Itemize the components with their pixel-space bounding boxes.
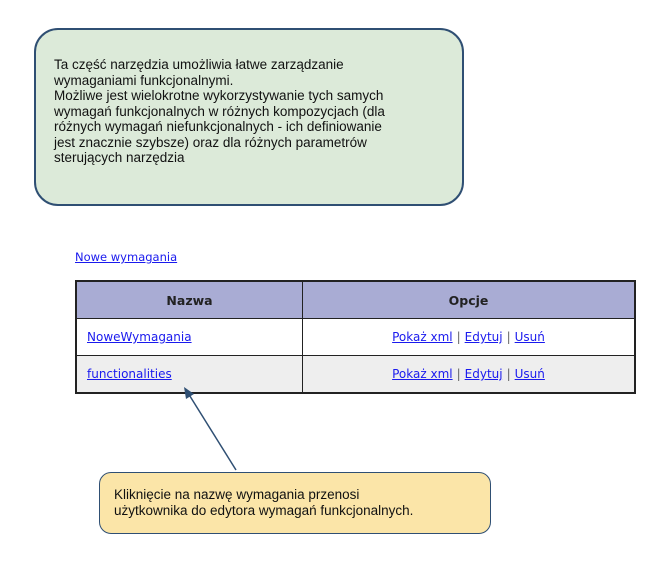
table-header-row: Nazwa Opcje <box>75 280 636 319</box>
show-xml-link[interactable]: Pokaż xml <box>392 367 453 381</box>
edit-link[interactable]: Edytuj <box>464 367 503 381</box>
options-cell: Pokaż xml|Edytuj|Usuń <box>302 355 636 394</box>
callout-hint-bottom: Kliknięcie na nazwę wymagania przenosi u… <box>99 472 491 534</box>
callout-top-line: różnych wymagań niefunkcjonalnych - ich … <box>54 119 382 134</box>
delete-link[interactable]: Usuń <box>514 330 545 344</box>
name-cell: functionalities <box>75 355 303 394</box>
arrow-line <box>187 392 237 471</box>
name-cell: NoweWymagania <box>75 318 303 356</box>
callout-top-line: wymaganiami funkcjonalnymi. <box>54 72 234 88</box>
delete-link[interactable]: Usuń <box>514 367 545 381</box>
options-separator: | <box>506 367 511 381</box>
table-row: functionalities Pokaż xml|Edytuj|Usuń <box>75 355 636 394</box>
callout-top-line: Ta część narzędzia umożliwia łatwe zarzą… <box>54 57 344 72</box>
callout-bottom-line: użytkownika do edytora wymagań funkcjona… <box>114 502 414 518</box>
callout-top-line: sterujących narzędzia <box>54 150 185 165</box>
callout-top-line: jest znacznie szybsze) oraz dla różnych … <box>54 134 367 150</box>
edit-link[interactable]: Edytuj <box>464 330 503 344</box>
column-header-name: Nazwa <box>75 280 303 319</box>
options-separator: | <box>456 330 461 344</box>
requirements-table: Nazwa Opcje NoweWymagania Pokaż xml|Edyt… <box>75 280 636 394</box>
callout-description-top: Ta część narzędzia umożliwia łatwe zarzą… <box>34 28 464 206</box>
options-separator: | <box>506 330 511 344</box>
table-row: NoweWymagania Pokaż xml|Edytuj|Usuń <box>75 318 636 356</box>
column-header-options: Opcje <box>302 280 636 319</box>
options-separator: | <box>456 367 461 381</box>
new-requirements-link[interactable]: Nowe wymagania <box>75 250 178 264</box>
callout-top-line: wymagań funkcjonalnych w różnych kompozy… <box>54 103 385 119</box>
requirement-name-link[interactable]: NoweWymagania <box>87 330 192 344</box>
requirement-name-link[interactable]: functionalities <box>87 367 172 381</box>
callout-top-line: Możliwe jest wielokrotne wykorzystywanie… <box>54 88 384 103</box>
show-xml-link[interactable]: Pokaż xml <box>392 330 453 344</box>
callout-bottom-line: Kliknięcie na nazwę wymagania przenosi <box>114 487 360 502</box>
options-cell: Pokaż xml|Edytuj|Usuń <box>302 318 636 356</box>
